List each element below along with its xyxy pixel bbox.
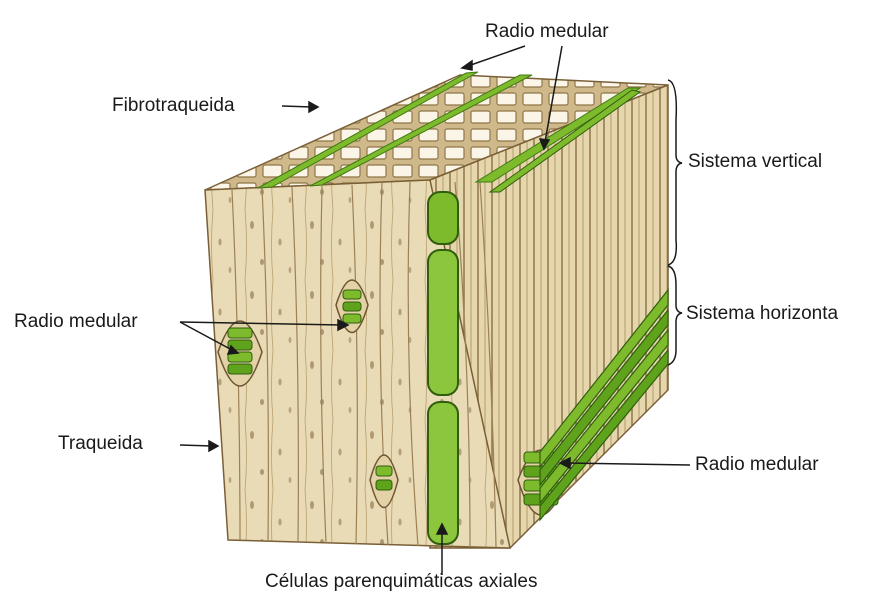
label-radio-medular-left: Radio medular (14, 312, 138, 331)
sistema-vertical-bracket (668, 80, 682, 265)
label-radio-medular-right: Radio medular (695, 455, 819, 474)
label-sistema-vertical: Sistema vertical (688, 152, 822, 171)
label-radio-medular-top: Radio medular (485, 22, 609, 41)
label-traqueida: Traqueida (58, 434, 143, 453)
label-celulas-parenquimaticas: Células parenquimáticas axiales (265, 572, 537, 591)
label-sistema-horizontal: Sistema horizonta (686, 304, 838, 323)
sistema-horizontal-bracket (668, 266, 682, 365)
label-fibrotraqueida: Fibrotraqueida (112, 96, 235, 115)
